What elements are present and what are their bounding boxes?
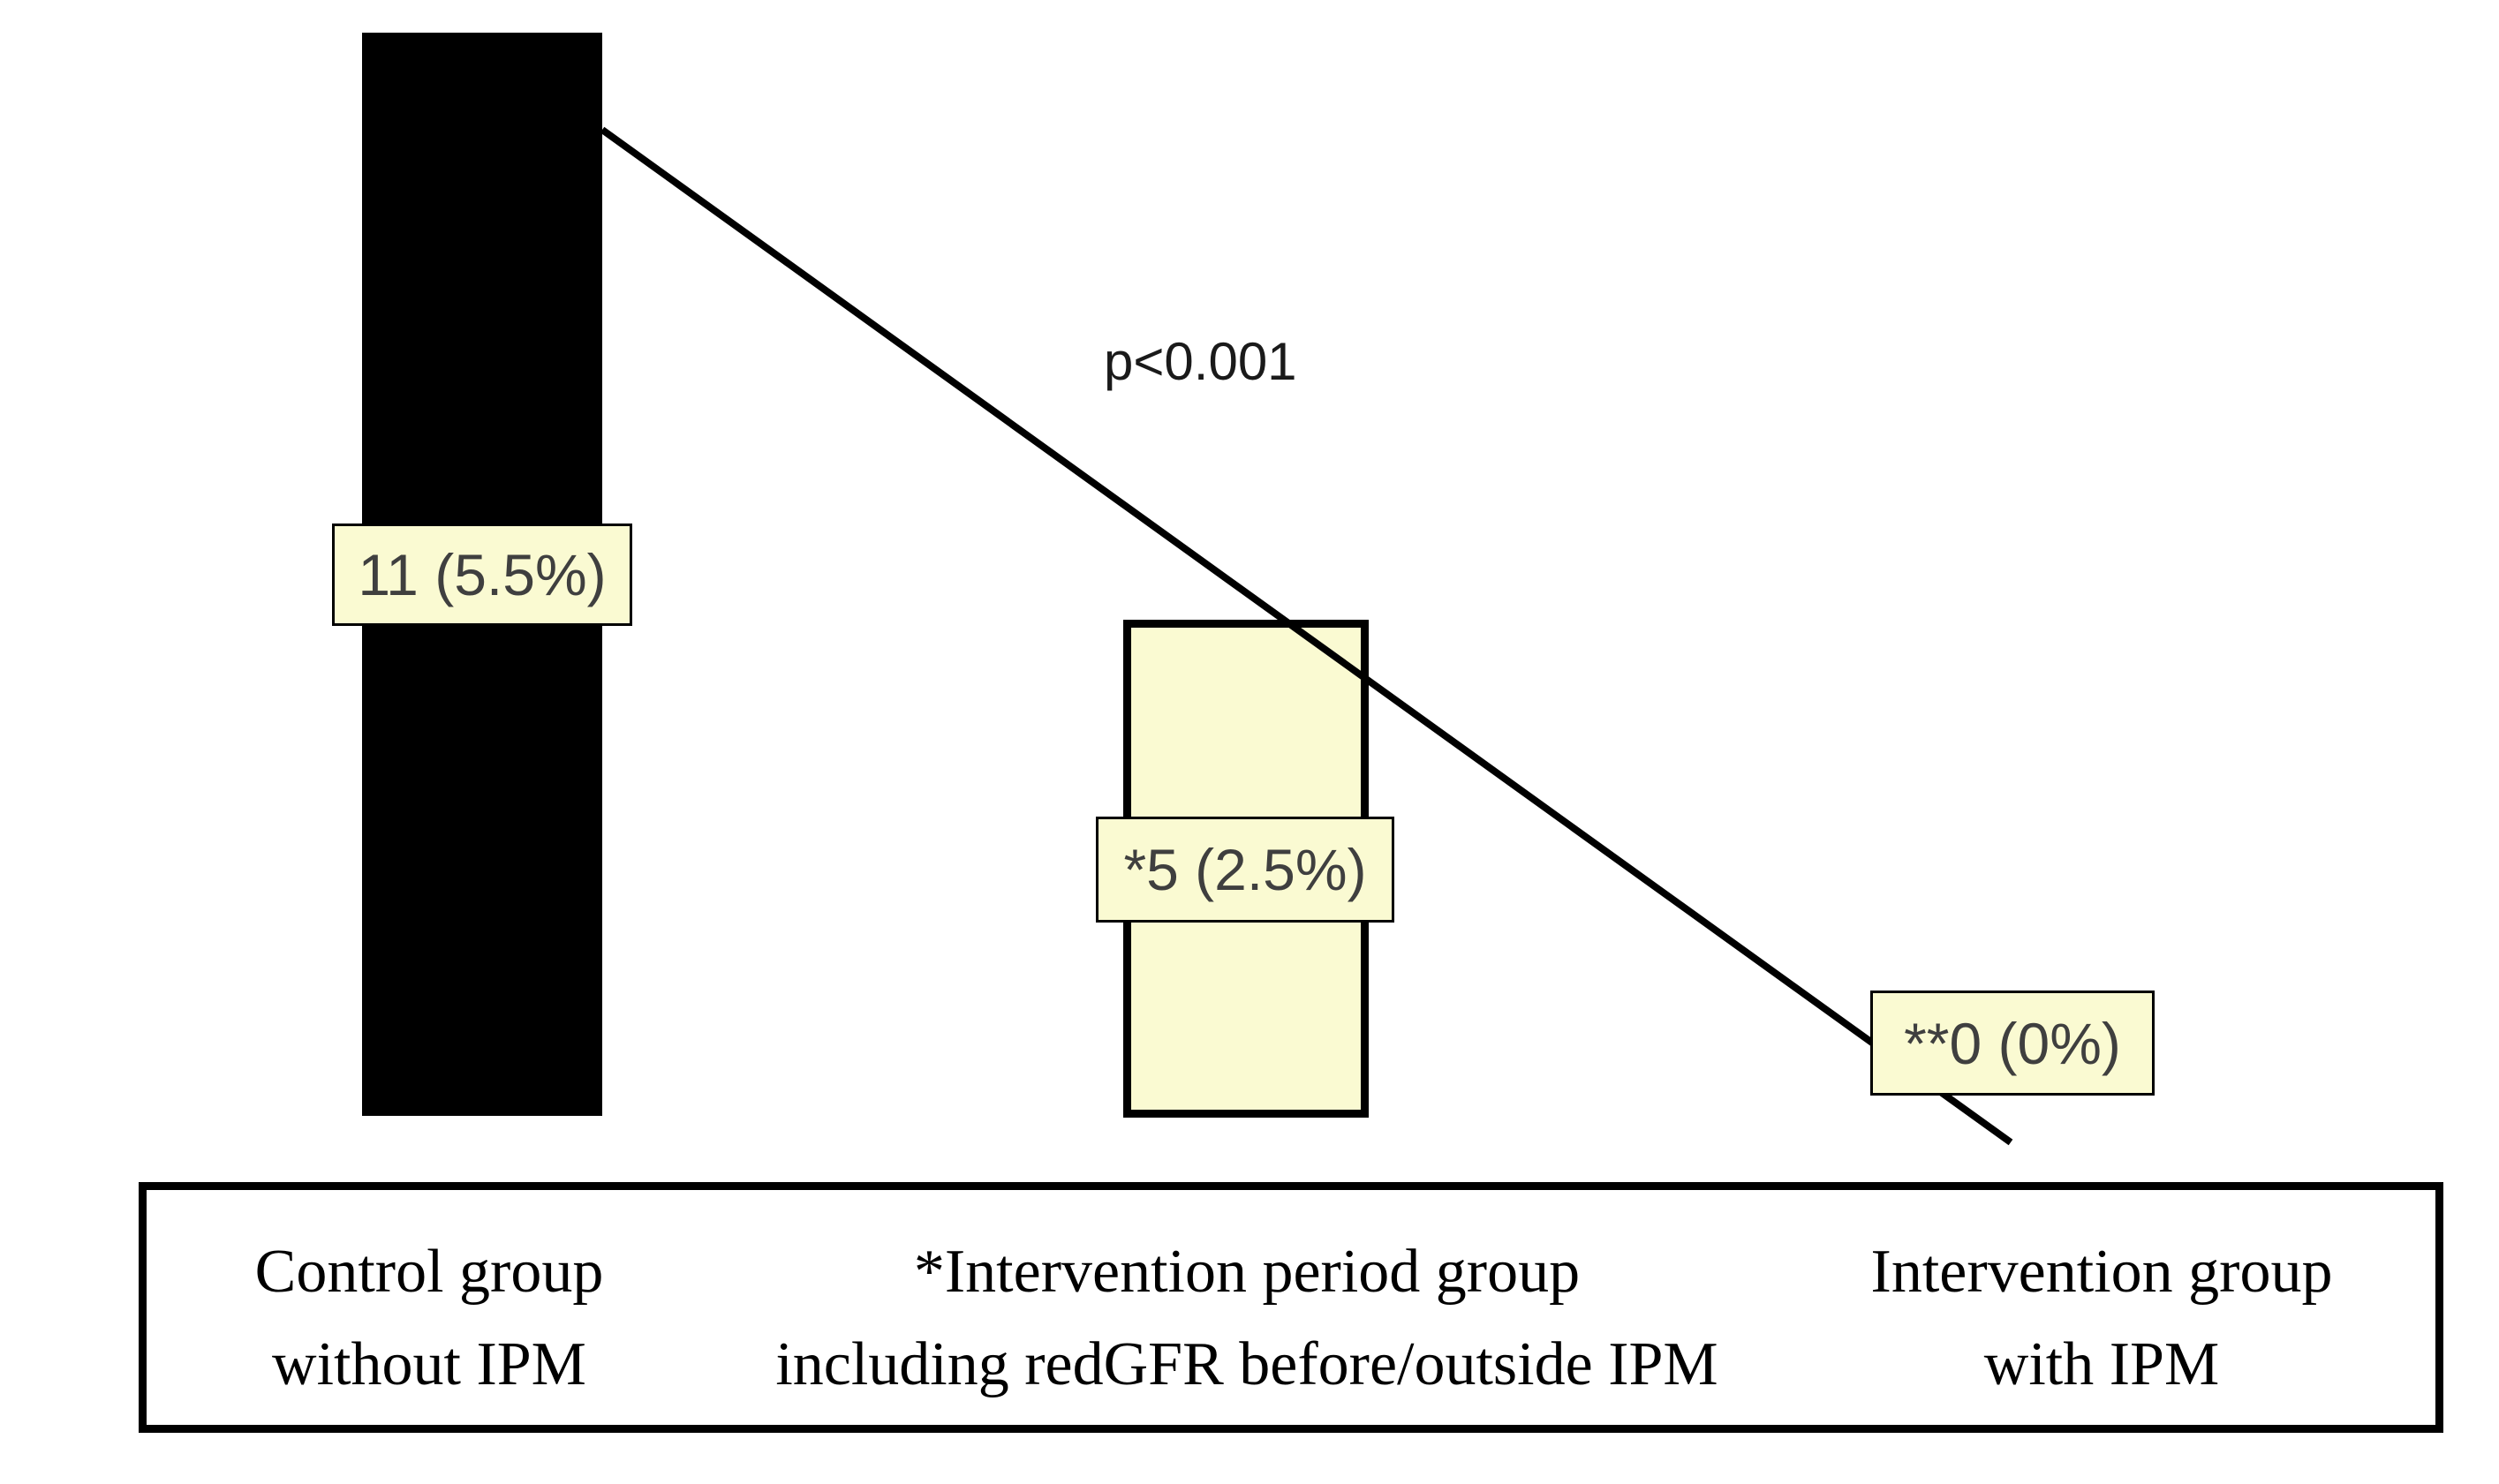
- category-label-line: with IPM: [1983, 1330, 2220, 1398]
- category-label-line: including redGFR before/outside IPM: [775, 1330, 1718, 1398]
- category-label-line: *Intervention period group: [913, 1238, 1581, 1306]
- category-label-intervention-group: Intervention group with IPM: [1871, 1225, 2333, 1411]
- value-label-intervention-group: **0 (0%): [1870, 991, 2155, 1096]
- category-label-intervention-period-group: *Intervention period group including red…: [775, 1225, 1718, 1411]
- value-label-control-group: 11 (5.5%): [332, 524, 632, 626]
- category-label-line: without IPM: [272, 1330, 586, 1398]
- category-axis-box: [139, 1182, 2443, 1433]
- p-value-annotation: p<0.001: [1104, 332, 1297, 391]
- value-label-intervention-period-group: *5 (2.5%): [1096, 817, 1394, 923]
- category-label-line: Control group: [254, 1238, 604, 1306]
- category-label-line: Intervention group: [1870, 1238, 2333, 1306]
- category-label-control-group: Control group without IPM: [255, 1225, 604, 1411]
